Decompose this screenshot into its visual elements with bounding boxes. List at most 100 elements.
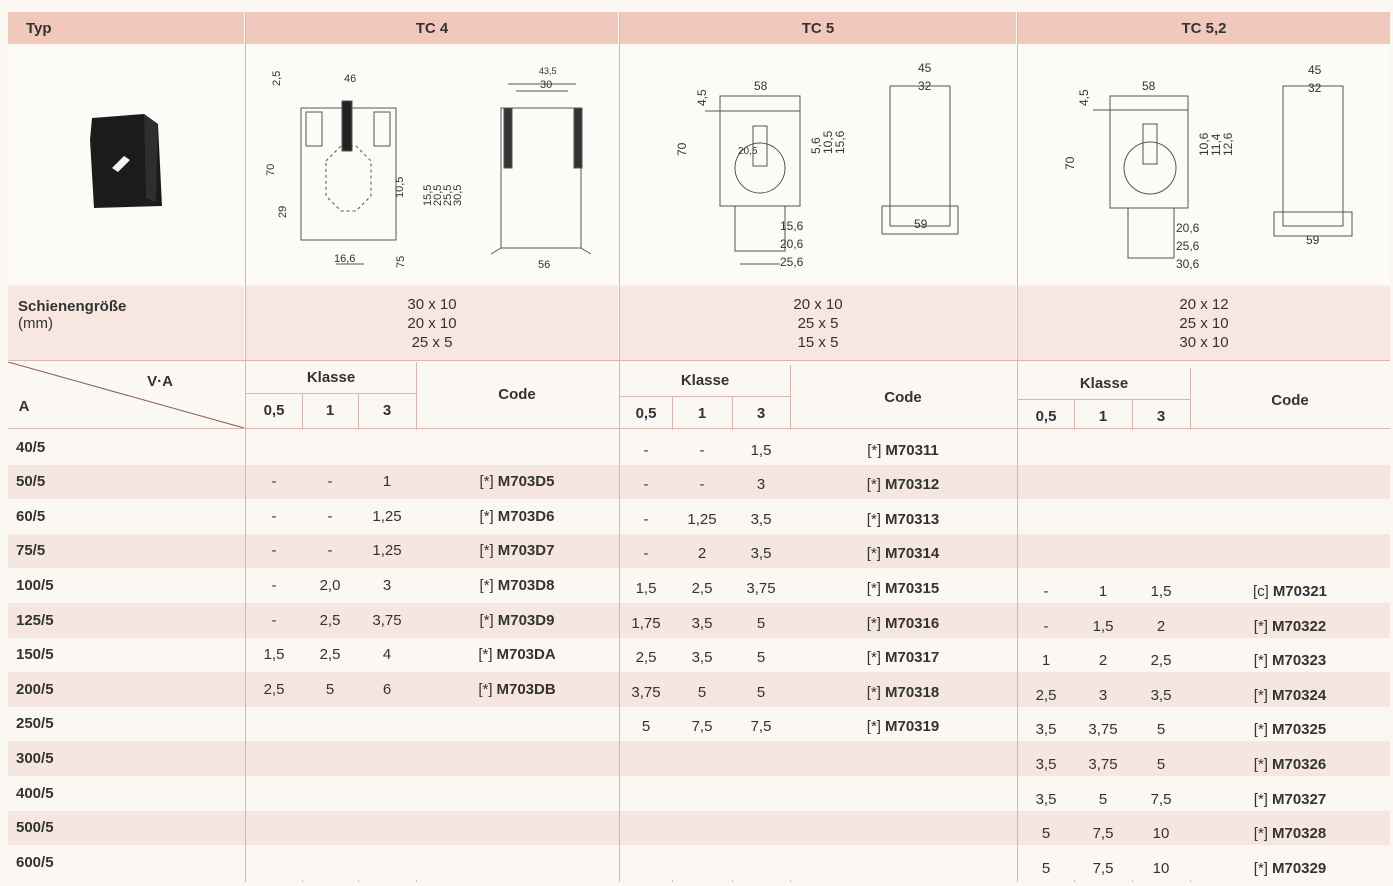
va-cell: 1,5 [750, 441, 772, 459]
product-code: [*]M703D5 [416, 465, 618, 499]
va-cell: - [1043, 582, 1049, 600]
va-cell: 3,75 [631, 683, 661, 701]
dim-label: 25,6 [1176, 239, 1200, 253]
dim-label: 30,6 [1176, 257, 1200, 271]
product-code: [*]M70323 [1190, 644, 1390, 678]
va-cell: - [271, 576, 277, 594]
table-row [8, 810, 1390, 846]
code-value: M70323 [1271, 652, 1327, 670]
code-prefix: [*] [1253, 755, 1268, 773]
amperage-cell: 40/5 [16, 438, 46, 456]
va-cell: 7,5 [691, 718, 713, 736]
va-cell [246, 776, 302, 810]
dim-label: 20,6 [780, 237, 804, 251]
va-cell: 5 [1041, 825, 1051, 843]
va-cell: 3,5 [1150, 686, 1172, 704]
transformer-photo [90, 114, 162, 208]
code-prefix: [*] [866, 683, 881, 701]
amperage-cell: 250/5 [16, 715, 54, 733]
code-value: M70318 [884, 683, 940, 701]
va-cell: 3,75 [1088, 755, 1118, 773]
dim-label: 25,6 [780, 255, 804, 269]
table-row [8, 430, 1390, 465]
dim-label: 10,6 [1197, 132, 1211, 156]
dim-label: 45 [1308, 63, 1322, 77]
product-code [416, 430, 618, 464]
va-cell [246, 430, 302, 464]
va-cell: 2,5 [635, 649, 657, 667]
dim-label: 20,5 [738, 146, 758, 157]
header-class-0: 0,5 [263, 401, 285, 419]
va-a-diagonal [8, 362, 245, 429]
va-cell: 3,5 [691, 614, 713, 632]
table-row [8, 845, 1390, 880]
code-prefix: [*] [866, 510, 881, 528]
dim-label: 2,5 [271, 71, 283, 86]
va-cell [246, 741, 302, 775]
code-prefix: [*] [1253, 617, 1268, 635]
code-value: M70315 [884, 579, 940, 597]
product-code: [*]M70314 [790, 537, 1016, 571]
va-cell: 1,5 [1092, 617, 1114, 635]
va-cell: 5 [641, 718, 651, 736]
table-row [8, 776, 1390, 811]
dim-label: 5,6 [809, 137, 823, 154]
product-code: [*]M70315 [790, 571, 1016, 605]
code-prefix: [*] [479, 576, 494, 594]
header-type-tc4: TC 4 [246, 12, 618, 44]
table-row [8, 464, 1390, 500]
product-code [790, 744, 1016, 778]
header-klasse: Klasse [1079, 374, 1129, 392]
product-code: [*]M70312 [790, 468, 1016, 502]
va-cell: 7,5 [1092, 825, 1114, 843]
code-prefix: [*] [866, 545, 881, 563]
va-cell: 2,5 [691, 579, 713, 597]
header-code: Code [884, 388, 922, 406]
dim-label: 70 [675, 142, 689, 156]
product-code: [c]M70321 [1190, 574, 1390, 608]
code-prefix: [*] [1253, 721, 1268, 739]
va-cell: 3 [382, 576, 392, 594]
code-value: M70327 [1271, 790, 1327, 808]
va-cell: 3,5 [1035, 790, 1057, 808]
product-code: [*]M70324 [1190, 678, 1390, 712]
code-value: M703D7 [497, 542, 555, 560]
header-class-2: 3 [382, 401, 392, 419]
dim-label: 25,5 [442, 185, 454, 206]
code-prefix: [*] [1253, 859, 1268, 877]
va-cell: - [699, 441, 705, 459]
amperage-cell: 125/5 [16, 611, 54, 629]
va-cell: 5 [697, 683, 707, 701]
bar-size-tc5: 20 x 10 25 x 5 15 x 5 [620, 286, 1016, 360]
tc5-dimension-drawing: 4,5 58 70 5,6 10,5 15,6 20,5 15,6 20,6 2… [675, 61, 959, 269]
va-cell [358, 741, 416, 775]
table-row [8, 637, 1390, 673]
amperage-cell: 150/5 [16, 646, 54, 664]
code-prefix: [*] [1253, 686, 1268, 704]
product-code: [*]M70317 [790, 641, 1016, 675]
va-cell: 2,5 [263, 680, 285, 698]
amperage-cell: 100/5 [16, 576, 54, 594]
va-cell [302, 707, 358, 741]
amperage-cell: 300/5 [16, 749, 54, 767]
header-class-1: 1 [325, 401, 335, 419]
va-cell: - [271, 473, 277, 491]
bar-size-title: Schienengröße [18, 298, 127, 315]
va-cell: 3 [756, 476, 766, 494]
code-prefix: [*] [1253, 790, 1268, 808]
code-value: M703D8 [497, 576, 555, 594]
va-cell: 4 [382, 646, 392, 664]
va-cell: 7,5 [1150, 790, 1172, 808]
va-cell: 1,5 [635, 579, 657, 597]
amperage-cell: 200/5 [16, 680, 54, 698]
va-cell: - [327, 473, 333, 491]
va-cell: 10 [1152, 859, 1170, 877]
va-cell [620, 814, 672, 848]
header-typ: Typ [8, 12, 244, 44]
dim-label: 46 [344, 73, 356, 85]
bar-size-tc4: 30 x 10 20 x 10 25 x 5 [246, 286, 618, 360]
va-cell [732, 848, 790, 882]
va-cell: - [699, 476, 705, 494]
code-prefix: [*] [479, 507, 494, 525]
